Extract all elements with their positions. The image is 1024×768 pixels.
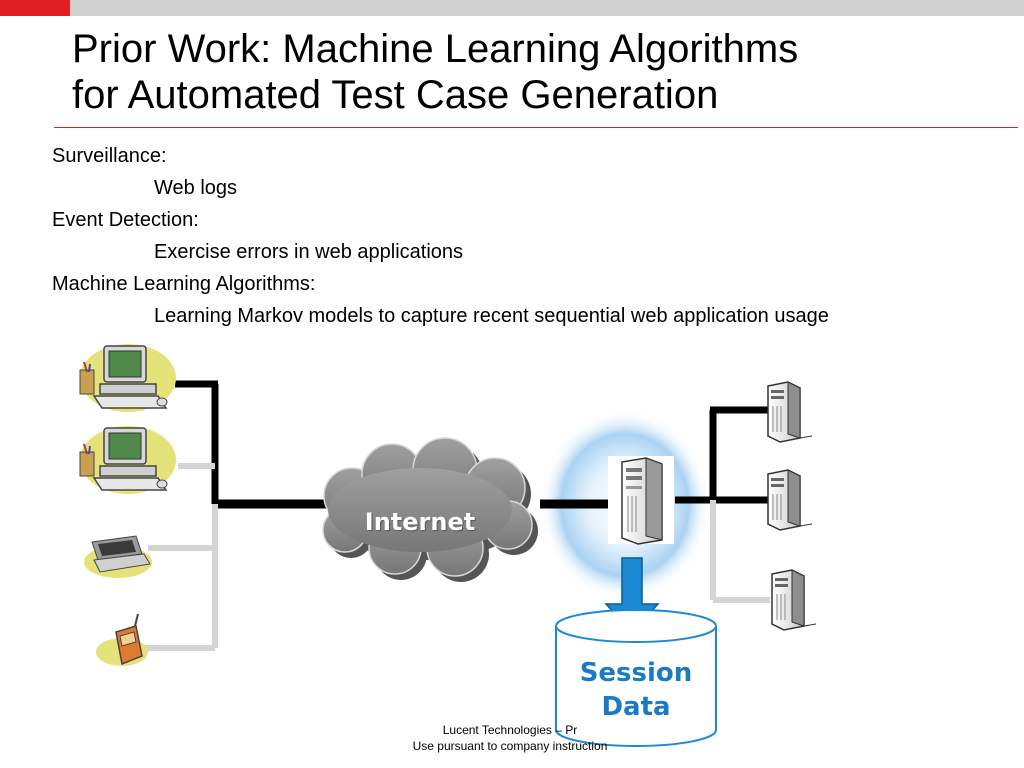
server-icon [767,381,813,443]
server-connections [675,406,770,603]
desktop-computer-icon [79,426,176,494]
desktop-computer-icon [79,344,176,412]
server-icon [767,469,813,531]
bullet-heading-event-detection: Event Detection: [52,209,199,231]
client-connections [140,380,330,651]
footer-note: Lucent Technologies – Pr Use pursuant to… [360,722,660,754]
mobile-phone-icon [96,613,148,666]
title-divider [54,127,1018,128]
top-accent-bar [0,0,1024,16]
slide-title: Prior Work: Machine Learning Algorithms … [72,26,1012,118]
top-accent-red-block [0,0,70,16]
session-data-label: Session Data [579,658,693,722]
bullet-detail-web-logs: Web logs [154,177,238,199]
bullet-heading-ml-algorithms: Machine Learning Algorithms: [52,273,316,295]
bullet-list: Surveillance: Web logs Event Detection: … [52,140,829,332]
web-server-icon [608,456,674,545]
laptop-icon [84,535,152,578]
bullet-heading-surveillance: Surveillance: [52,145,167,167]
bullet-detail-exercise-errors: Exercise errors in web applications [154,241,464,263]
footer-line-1: Lucent Technologies – Pr [442,723,578,737]
title-line-2: for Automated Test Case Generation [72,73,719,117]
database-icon [555,609,717,747]
server-icon [771,569,817,631]
internet-cloud-icon [322,437,538,582]
title-line-1: Prior Work: Machine Learning Algorithms [72,27,799,71]
internet-label: Internet [364,508,476,536]
footer-line-2: Use pursuant to company instruction [412,739,608,753]
bullet-detail-markov-models: Learning Markov models to capture recent… [154,305,829,327]
